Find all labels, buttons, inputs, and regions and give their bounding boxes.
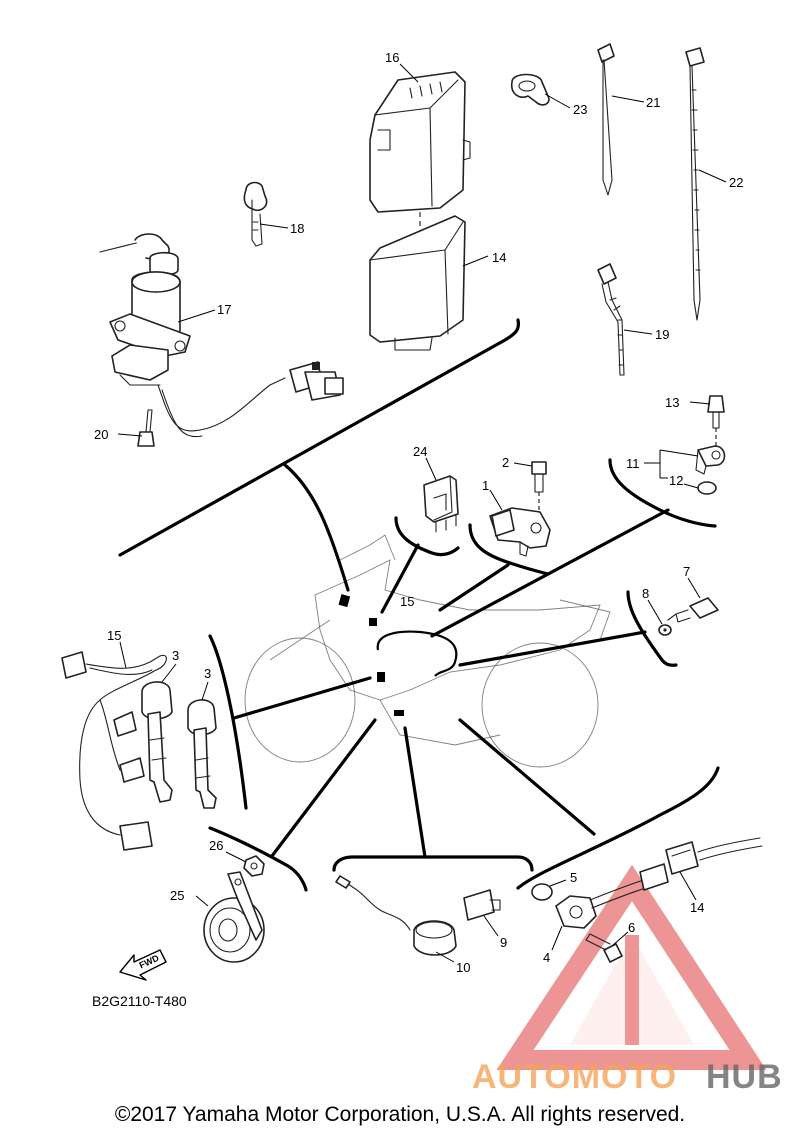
watermark-logo <box>496 864 767 1070</box>
part-6-bolt <box>585 933 623 963</box>
part-3-sensor-a <box>141 681 173 803</box>
label-part-14-connector: 14 <box>690 900 704 915</box>
part-number-labels: 16 14 18 17 20 23 21 22 19 13 11 12 24 2… <box>94 50 743 975</box>
part-25-horn <box>203 871 265 963</box>
label-part-19: 19 <box>655 327 669 342</box>
part-26-nut <box>243 855 265 877</box>
label-part-22: 22 <box>729 175 743 190</box>
label-part-14-ecu: 14 <box>492 250 506 265</box>
part-22-long-tie <box>685 47 705 321</box>
label-part-11: 11 <box>626 456 640 471</box>
part-18-key <box>243 181 268 247</box>
part-11-sensor <box>695 445 726 475</box>
label-part-16: 16 <box>385 50 399 65</box>
label-part-17: 17 <box>217 302 231 317</box>
part-1-sensor <box>489 507 551 557</box>
watermark-part2: HUB <box>706 1058 783 1096</box>
callout-lines <box>118 318 720 892</box>
part-10-sensor <box>335 875 457 956</box>
part-5-o-ring <box>531 883 553 901</box>
label-part-15-harness: 15 <box>107 628 121 643</box>
label-part-18: 18 <box>290 221 304 236</box>
diagram-code: B2G2110-T480 <box>92 993 187 1009</box>
part-14-connector <box>665 837 763 875</box>
label-part-26: 26 <box>209 838 223 853</box>
part-12-o-ring <box>697 481 717 495</box>
part-13-bolt <box>707 395 725 446</box>
watermark-part1: AUTOMOTO <box>472 1058 677 1096</box>
label-part-20: 20 <box>94 427 108 442</box>
label-part-1: 1 <box>482 478 489 493</box>
label-part-24: 24 <box>413 444 427 459</box>
part-19-tie-band <box>597 263 625 376</box>
label-part-4: 4 <box>543 950 550 965</box>
part-2-bolt <box>531 461 547 520</box>
part-14-ecu-box <box>369 215 466 351</box>
part-9-switch <box>463 889 501 921</box>
part-7-sensor <box>667 597 719 623</box>
label-part-5: 5 <box>570 870 577 885</box>
label-part-15-bike: 15 <box>400 594 414 609</box>
watermark-text: AUTOMOTO HUB <box>472 1058 783 1096</box>
label-part-23: 23 <box>573 102 587 117</box>
fwd-arrow-icon: FWD <box>119 949 167 981</box>
part-24-relay <box>423 475 459 533</box>
label-part-10: 10 <box>456 960 470 975</box>
label-part-9: 9 <box>500 935 507 950</box>
part-16-ecu <box>369 71 471 236</box>
label-part-3b: 3 <box>204 666 211 681</box>
copyright-notice: ©2017 Yamaha Motor Corporation, U.S.A. A… <box>114 1103 686 1126</box>
part-17-main-switch <box>99 233 344 438</box>
label-part-12: 12 <box>669 473 683 488</box>
part-23-clamp <box>510 73 550 106</box>
leader-lines <box>117 63 727 963</box>
part-21-cable-tie <box>597 43 615 196</box>
label-part-25: 25 <box>170 888 184 903</box>
part-15-sub-harness <box>61 651 167 851</box>
label-part-2: 2 <box>502 455 509 470</box>
label-part-13: 13 <box>665 395 679 410</box>
part-4-sensor <box>555 863 669 929</box>
part-8-washer <box>658 624 672 636</box>
label-part-3a: 3 <box>172 648 179 663</box>
label-part-21: 21 <box>646 95 660 110</box>
label-part-8: 8 <box>642 586 649 601</box>
harness-on-bike <box>376 630 458 677</box>
part-20-bolt <box>137 409 155 447</box>
part-3-sensor-b <box>187 699 217 809</box>
label-part-6: 6 <box>628 920 635 935</box>
label-part-7: 7 <box>683 564 690 579</box>
location-marks <box>338 594 404 716</box>
